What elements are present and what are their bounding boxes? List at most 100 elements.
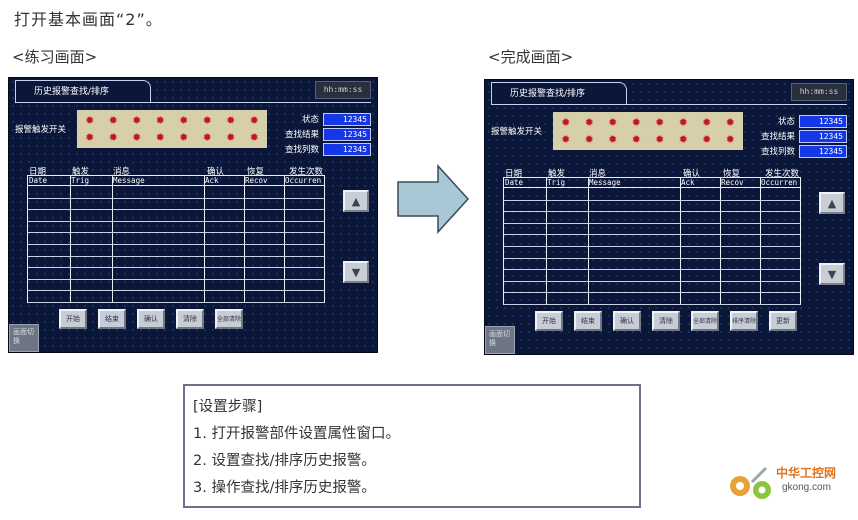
practice-table-column-divider [244,176,245,302]
logo-text-en: gkong.com [782,482,831,493]
table-row [504,211,800,213]
alarm-lamp-icon[interactable]: ✹ [561,133,571,147]
step-item-2: 2. 设置查找/排序历史报警。 [193,453,376,469]
alarm-lamp-icon[interactable]: ✹ [702,133,712,147]
practice-stat-value: 12345 [323,143,371,156]
alarm-lamp-icon[interactable]: ✹ [179,131,189,145]
completed-column-header: 发生次数 [765,169,800,179]
practice-table-column-divider [70,176,71,302]
page-heading: 打开基本画面“2”。 [14,10,163,29]
practice-scroll-down-button[interactable]: ▼ [343,261,369,283]
alarm-lamp-icon[interactable]: ✹ [85,113,95,127]
completed-button-0[interactable]: 开始 [535,311,563,331]
alarm-lamp-icon[interactable]: ✹ [678,133,688,147]
completed-clock-display: hh:mm:ss [791,83,847,101]
alarm-lamp-icon[interactable]: ✹ [631,133,641,147]
completed-table-column-divider [760,178,761,304]
alarm-lamp-icon[interactable]: ✹ [155,113,165,127]
completed-scroll-down-button[interactable]: ▼ [819,263,845,285]
completed-button-4[interactable]: 全部清除 [691,311,719,331]
alarm-lamp-icon[interactable]: ✹ [584,133,594,147]
completed-tab-title[interactable]: 历史报警查找/排序 [491,82,627,104]
practice-column-header: 发生次数 [289,167,324,177]
alarm-lamp-icon[interactable]: ✹ [655,115,665,129]
alarm-lamp-icon[interactable]: ✹ [702,115,712,129]
completed-table-column-divider [680,178,681,304]
completed-button-2[interactable]: 确认 [613,311,641,331]
table-row [28,267,324,269]
alarm-lamp-icon[interactable]: ✹ [132,113,142,127]
alarm-lamp-icon[interactable]: ✹ [608,133,618,147]
table-row [504,269,800,271]
completed-stat-label: 查找列数 [760,147,795,157]
practice-button-3[interactable]: 清除 [176,309,204,329]
table-row [504,234,800,236]
table-row [28,290,324,292]
alarm-lamp-icon[interactable]: ✹ [226,131,236,145]
table-row [28,244,324,245]
alarm-lamp-icon[interactable]: ✹ [678,115,688,129]
practice-column-header: 日期 [29,167,47,177]
practice-stat-label: 查找列数 [284,145,319,155]
table-row [28,197,324,199]
alarm-lamp-icon[interactable]: ✹ [608,115,618,129]
completed-stat-value: 12345 [799,130,847,143]
practice-button-0[interactable]: 开始 [59,309,87,329]
completed-button-1[interactable]: 结束 [574,311,602,331]
practice-column-header: 触发 [72,167,90,177]
table-row [28,209,324,211]
practice-tab-title[interactable]: 历史报警查找/排序 [15,80,151,102]
completed-stat-label: 状态 [777,117,795,127]
table-row [504,222,800,224]
alarm-lamp-icon[interactable]: ✹ [655,133,665,147]
table-row [28,255,324,257]
alarm-lamp-icon[interactable]: ✹ [584,115,594,129]
alarm-lamp-icon[interactable]: ✹ [108,113,118,127]
alarm-lamp-icon[interactable]: ✹ [249,131,259,145]
practice-scroll-up-button[interactable]: ▲ [343,190,369,212]
alarm-lamp-icon[interactable]: ✹ [132,131,142,145]
setup-steps-box: [设置步骤] 1. 打开报警部件设置属性窗口。 2. 设置查找/排序历史报警。 … [183,384,641,508]
alarm-lamp-icon[interactable]: ✹ [155,131,165,145]
gear-logo-icon [730,466,771,499]
completed-column-header: 日期 [505,169,523,179]
alarm-lamp-icon[interactable]: ✹ [249,113,259,127]
alarm-lamp-icon[interactable]: ✹ [725,133,735,147]
completed-scroll-up-button[interactable]: ▲ [819,192,845,214]
completed-tab-divider [491,104,847,105]
alarm-lamp-icon[interactable]: ✹ [202,113,212,127]
alarm-lamp-icon[interactable]: ✹ [202,131,212,145]
practice-button-4[interactable]: 全部清除 [215,309,243,329]
alarm-lamp-icon[interactable]: ✹ [631,115,641,129]
completed-stat-value: 12345 [799,115,847,128]
completed-table-header-cell: Message [589,178,621,187]
alarm-lamp-icon[interactable]: ✹ [561,115,571,129]
alarm-lamp-icon[interactable]: ✹ [179,113,189,127]
practice-screen-switch-button[interactable]: 画面切换 [9,324,39,352]
practice-button-2[interactable]: 确认 [137,309,165,329]
practice-stat-value: 12345 [323,113,371,126]
alarm-lamp-icon[interactable]: ✹ [85,131,95,145]
completed-column-header: 恢复 [723,169,741,179]
practice-button-1[interactable]: 结束 [98,309,126,329]
completed-button-3[interactable]: 清除 [652,311,680,331]
completed-button-5[interactable]: 排序清除 [730,311,758,331]
table-row [504,257,800,259]
alarm-lamp-icon[interactable]: ✹ [226,113,236,127]
practice-clock-display: hh:mm:ss [315,81,371,99]
completed-table-header-cell: Ack [681,178,695,187]
steps-title: [设置步骤] [193,399,263,415]
completed-stat-row: 状态 12345 [751,115,849,129]
completed-alarm-switch-panel: ✹ ✹ ✹ ✹ ✹ ✹ ✹ ✹ ✹ ✹ ✹ ✹ ✹ ✹ ✹ ✹ [553,112,743,150]
completed-button-6[interactable]: 更新 [769,311,797,331]
alarm-lamp-icon[interactable]: ✹ [725,115,735,129]
table-row [28,232,324,234]
alarm-lamp-icon[interactable]: ✹ [108,131,118,145]
completed-screen-switch-button[interactable]: 画面切换 [485,326,515,354]
